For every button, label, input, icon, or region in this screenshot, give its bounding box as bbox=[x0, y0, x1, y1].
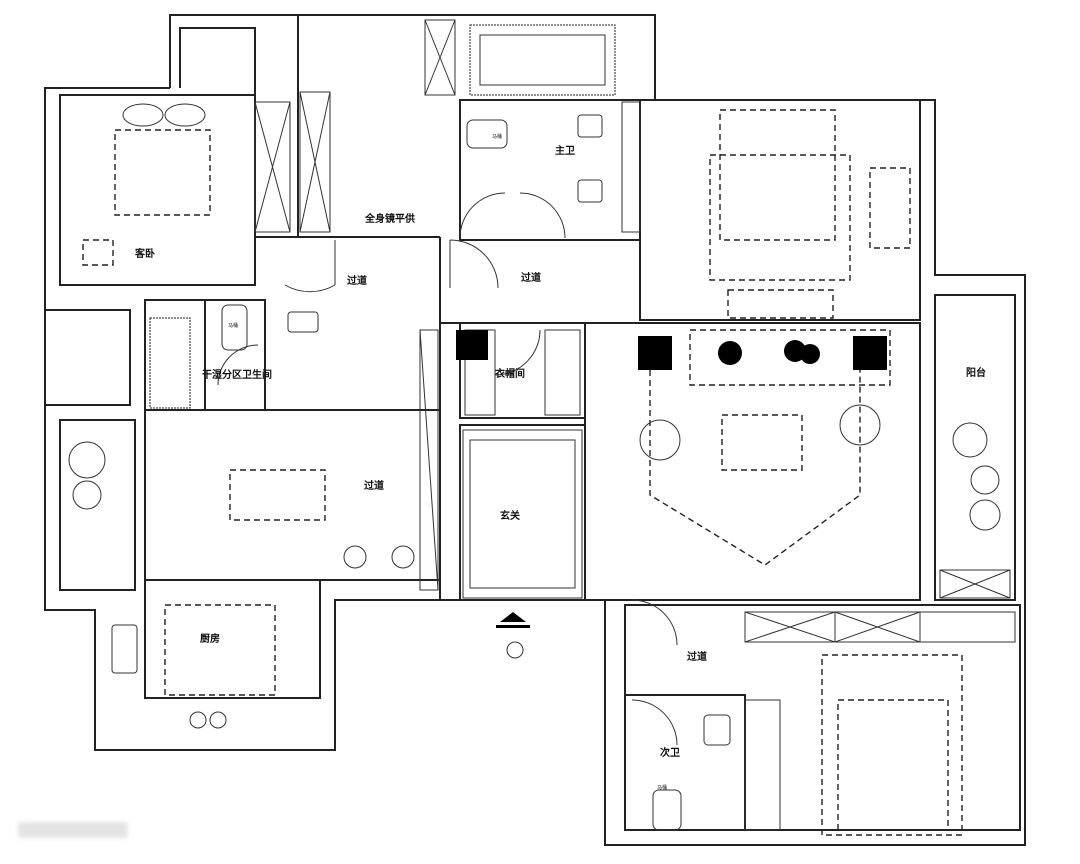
watermark bbox=[18, 822, 128, 838]
label-master-bath: 主卫 bbox=[555, 144, 575, 157]
label-mirror-cabinet: 全身镜平供 bbox=[364, 212, 415, 225]
label-toilet-guest: 马桶 bbox=[228, 322, 238, 329]
label-second-bath: 次卫 bbox=[660, 746, 680, 759]
label-corridor-4: 过道 bbox=[687, 650, 707, 663]
label-guest-bath: 干湿分区卫生间 bbox=[202, 368, 272, 381]
label-balcony: 阳台 bbox=[966, 366, 986, 379]
interior-walls bbox=[44, 15, 1021, 831]
label-corridor-2: 过道 bbox=[521, 271, 541, 284]
room-labels: 客卧 全身镜平供 过道 过道 过道 过道 主卫 马桶 马桶 马桶 干湿分区卫生间… bbox=[134, 133, 986, 791]
outer-walls bbox=[44, 14, 1026, 846]
label-kitchen: 厨房 bbox=[200, 632, 220, 645]
label-cloakroom: 衣帽间 bbox=[495, 367, 525, 380]
fixtures bbox=[111, 24, 731, 831]
wardrobes bbox=[254, 19, 1016, 831]
label-foyer: 玄关 bbox=[500, 509, 520, 522]
furniture bbox=[68, 103, 1001, 836]
label-corridor-1: 过道 bbox=[347, 274, 367, 287]
label-guest-bedroom: 客卧 bbox=[134, 247, 155, 260]
label-toilet-second: 马桶 bbox=[657, 784, 667, 791]
entry-arrow-icon bbox=[496, 612, 530, 659]
doors bbox=[217, 192, 678, 746]
label-corridor-3: 过道 bbox=[364, 479, 384, 492]
label-toilet-master: 马桶 bbox=[492, 133, 502, 140]
